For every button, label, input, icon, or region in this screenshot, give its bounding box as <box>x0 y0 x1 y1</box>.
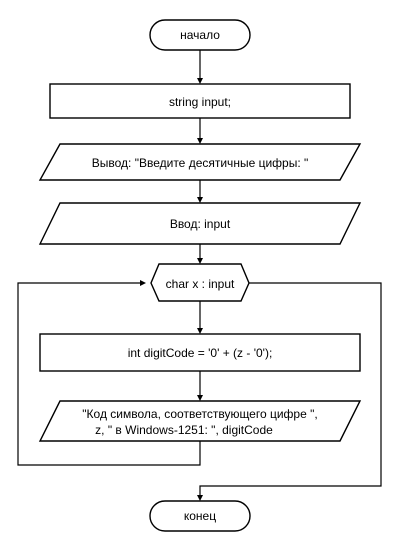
read-input: Ввод: input <box>38 202 362 245</box>
arrow-to-loop <box>197 258 203 264</box>
connectors <box>17 50 382 497</box>
arrowheads <box>140 78 203 501</box>
compute-shape <box>39 333 361 372</box>
result-output-label-line2: z, " в Windows-1251: ", digitCode <box>95 423 273 437</box>
arrow-to-prompt <box>197 138 203 144</box>
arrow-to-compute <box>197 328 203 334</box>
result-output-shape <box>38 400 362 442</box>
declare-shape <box>49 83 351 119</box>
loop-shape <box>150 263 250 302</box>
read-input-shape <box>38 202 362 245</box>
arrow-loop-back <box>140 280 146 286</box>
loop-back-line <box>17 282 201 466</box>
end-label: конец <box>184 509 216 523</box>
result-output: "Код символа, соответствующего цифре ", … <box>38 400 362 442</box>
prompt-output-label: Вывод: "Введите десятичные цифры: " <box>92 156 309 170</box>
read-input-label: Ввод: input <box>170 217 231 231</box>
loop-exit-line <box>199 282 382 497</box>
start-terminator: начало <box>149 19 251 51</box>
start-shape <box>149 19 251 51</box>
prompt-output-shape <box>38 143 362 181</box>
result-output-label-line1: "Код символа, соответствующего цифре ", <box>82 407 317 421</box>
compute-process: int digitCode = '0' + (z - '0'); <box>39 333 361 372</box>
compute-label: int digitCode = '0' + (z - '0'); <box>128 346 273 360</box>
arrow-to-end <box>197 495 203 501</box>
declare-label: string input; <box>169 95 231 109</box>
end-terminator: конец <box>149 500 251 532</box>
arrow-to-declare <box>197 78 203 84</box>
prompt-output: Вывод: "Введите десятичные цифры: " <box>38 143 362 181</box>
end-shape <box>149 500 251 532</box>
arrow-to-input <box>197 197 203 203</box>
loop-hexagon: char x : input <box>150 263 250 302</box>
loop-label: char x : input <box>166 277 235 291</box>
declare-process: string input; <box>49 83 351 119</box>
arrow-to-output <box>197 395 203 401</box>
start-label: начало <box>180 28 220 42</box>
